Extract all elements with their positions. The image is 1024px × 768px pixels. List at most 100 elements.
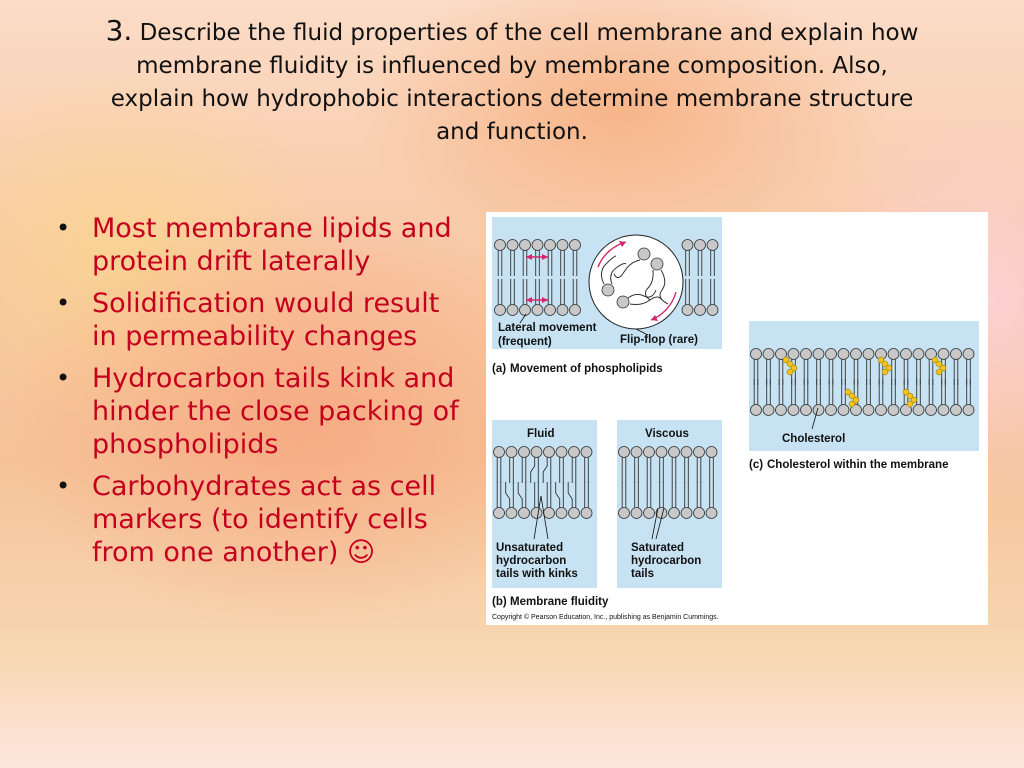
bullet-dot-icon: • [56, 289, 71, 317]
flip-flop-arrowhead-top [619, 241, 626, 247]
phospholipid-head [555, 446, 568, 458]
cholesterol-molecule [910, 396, 918, 404]
unsaturated-pointer-b [540, 495, 549, 540]
phospholipid-head [568, 507, 580, 519]
saturated-label-3: tails [631, 568, 654, 580]
phospholipid-head [694, 304, 706, 316]
phospholipid-head [705, 446, 718, 458]
saturated-label-2: hydrocarbon [631, 555, 701, 567]
panel-a-bilayer [494, 239, 719, 316]
phospholipid-head [568, 446, 580, 458]
unsaturated-label-1: Unsaturated [496, 542, 563, 554]
cholesterol-molecule [852, 396, 860, 404]
lateral-pointer-line [519, 313, 527, 324]
phospholipid-head [706, 304, 719, 316]
phospholipid-head [875, 404, 887, 416]
phospholipid-head [937, 404, 950, 416]
phospholipid-head [812, 348, 825, 360]
phospholipid-head [750, 348, 762, 360]
phospholipid-head [950, 348, 962, 360]
phospholipid-head [544, 304, 556, 316]
unsaturated-label-3: tails with kinks [496, 568, 578, 580]
phospholipid-head [580, 507, 593, 519]
phospholipid-head [850, 348, 862, 360]
phospholipid-head [518, 446, 530, 458]
phospholipid-head [531, 304, 544, 316]
flip-flop-tails [600, 255, 669, 305]
phospholipid-head [569, 239, 581, 251]
phospholipid-head [912, 348, 925, 360]
phospholipid-head [543, 446, 555, 458]
phospholipid-head [680, 507, 693, 519]
unsaturated-label-2: hydrocarbon [496, 555, 566, 567]
cholesterol-molecule [931, 356, 939, 364]
bullet-text: Carbohydrates act as cell markers (to id… [92, 471, 437, 568]
phospholipid-tail [505, 482, 511, 508]
phospholipid-head [556, 304, 569, 316]
cholesterol-molecule [844, 388, 852, 396]
copyright-text: Copyright © Pearson Education, Inc., pub… [492, 613, 719, 621]
phospholipid-head [505, 507, 518, 519]
cholesterol-molecule [782, 356, 790, 364]
flip-flop-lipids [601, 247, 664, 309]
panel-a-letter: (a) [492, 363, 506, 375]
phospholipid-head [900, 348, 912, 360]
panel-b-fluid-bilayer [493, 446, 593, 519]
bullet-text: Solidification would result in permeabil… [92, 288, 440, 352]
phospholipid-head [937, 348, 950, 360]
phospholipid-head [862, 404, 875, 416]
cholesterol-molecule [902, 388, 910, 396]
bullet-list: •Most membrane lipids and protein drift … [56, 212, 466, 578]
flip-flop-arrowhead-bottom [651, 315, 658, 321]
membrane-figure: Lateral movement (frequent) Flip-flop (r… [486, 212, 988, 625]
cholesterol-pointer [811, 407, 819, 430]
fluid-label: Fluid [527, 428, 554, 440]
phospholipid-head [837, 348, 850, 360]
panel-c-bilayer [750, 348, 975, 416]
unsaturated-pointer-a [533, 495, 542, 540]
phospholipid-head [850, 404, 862, 416]
phospholipid-head [693, 507, 705, 519]
phospholipid-head [887, 348, 900, 360]
panel-c-caption: Cholesterol within the membrane [767, 459, 948, 471]
cholesterol-molecule [935, 360, 943, 368]
phospholipid-head [506, 304, 519, 316]
phospholipid-head [812, 404, 825, 416]
phospholipid-tail [542, 457, 548, 483]
cholesterol-molecule [848, 400, 856, 408]
panel-b-caption: Membrane fluidity [510, 596, 609, 608]
phospholipid-head [643, 507, 655, 519]
phospholipid-head [668, 446, 680, 458]
lateral-label-line1: Lateral movement [498, 322, 597, 334]
panel-c-background [749, 321, 979, 451]
phospholipid-head [900, 404, 912, 416]
cholesterol-molecule [885, 364, 893, 372]
phospholipid-head [837, 404, 850, 416]
phospholipid-head [643, 446, 655, 458]
phospholipid-head [630, 446, 643, 458]
phospholipid-head [544, 239, 556, 251]
phospholipid-head [681, 304, 694, 316]
phospholipid-head [493, 507, 505, 519]
phospholipid-head [962, 404, 975, 416]
cholesterol-molecule [935, 368, 943, 376]
cholesterol-molecule [848, 392, 856, 400]
phospholipid-head [950, 404, 962, 416]
phospholipid-head [925, 404, 937, 416]
bullet-dot-icon: • [56, 472, 71, 500]
phospholipid-head [494, 304, 506, 316]
bullet-item: • Carbohydrates act as cell markers (to i… [56, 470, 466, 569]
title-number: 3. [105, 14, 133, 47]
cholesterol-molecule [786, 360, 794, 368]
lateral-arrowhead-left [526, 254, 532, 260]
panel-a-caption: Movement of phospholipids [510, 363, 663, 375]
phospholipid-head [762, 404, 775, 416]
panel-b-letter: (b) [492, 596, 507, 608]
phospholipid-head [800, 404, 812, 416]
cholesterol-molecule [906, 400, 914, 408]
phospholipid-head [706, 239, 719, 251]
phospholipid-head [800, 348, 812, 360]
panel-b-viscous-bilayer [618, 446, 718, 519]
phospholipid-head [962, 348, 975, 360]
saturated-pointer-b [655, 507, 665, 540]
